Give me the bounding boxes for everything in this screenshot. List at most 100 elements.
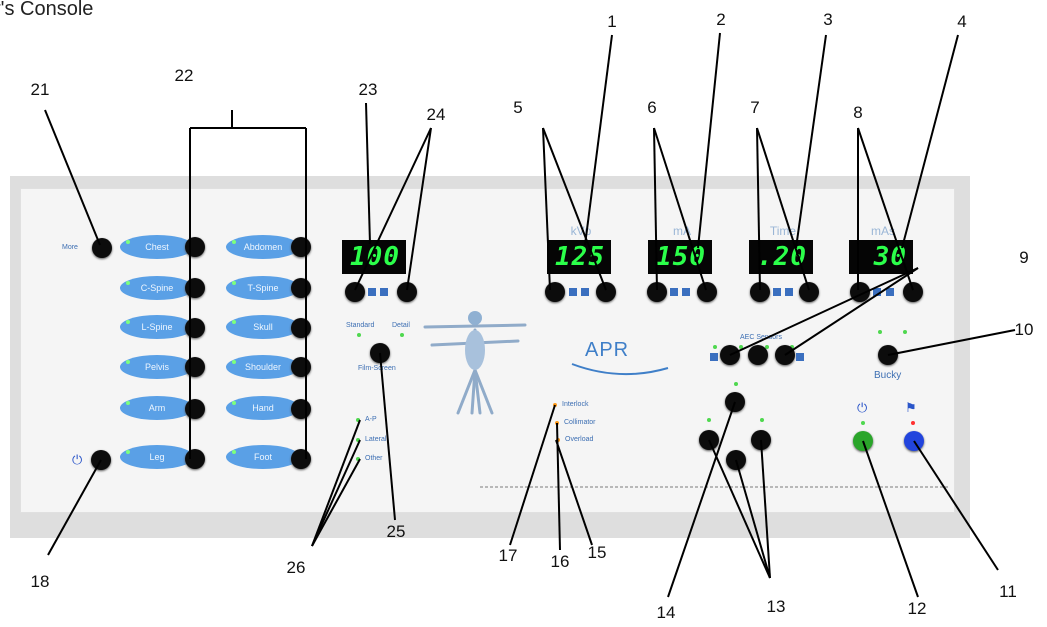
apr-arrow-icon xyxy=(380,288,388,296)
callout-2: 2 xyxy=(716,10,726,29)
anatomy-pelvis-label: Pelvis xyxy=(144,362,169,372)
bucky-select-button[interactable] xyxy=(878,345,898,365)
density-plus-button[interactable] xyxy=(751,430,771,450)
callout-25: 25 xyxy=(386,522,406,541)
aec-indicator xyxy=(739,345,743,349)
kvp-down-button[interactable] xyxy=(545,282,565,302)
foot-select-button[interactable] xyxy=(291,449,311,469)
callout-17: 17 xyxy=(498,546,518,565)
other-label: Other xyxy=(365,455,383,462)
apr-up-button[interactable] xyxy=(397,282,417,302)
density-minus-button[interactable] xyxy=(699,430,719,450)
ap-label: A-P xyxy=(365,416,377,423)
tspine-select-button[interactable] xyxy=(291,278,311,298)
density-center-button[interactable] xyxy=(725,392,745,412)
overload-label: Overload xyxy=(565,436,594,443)
anatomy-pelvis-button[interactable]: Pelvis xyxy=(120,355,194,379)
power-on-icon: ⏻ xyxy=(857,400,868,415)
ma-display: 150 xyxy=(648,240,712,274)
ma-up-button[interactable] xyxy=(697,282,717,302)
mas-unit-label: mAs xyxy=(871,224,895,238)
anatomy-cspine-label: C-Spine xyxy=(140,283,174,293)
skull-select-button[interactable] xyxy=(291,318,311,338)
anatomy-hand-label: Hand xyxy=(252,403,274,413)
apr-down-button[interactable] xyxy=(345,282,365,302)
anatomy-tspine-label: T-Spine xyxy=(247,283,279,293)
aec-sensor-button-1[interactable] xyxy=(720,345,740,365)
time-up-button[interactable] xyxy=(799,282,819,302)
prep-exposure-button[interactable] xyxy=(904,431,924,451)
anatomy-abdomen-label: Abdomen xyxy=(243,242,283,252)
anatomy-leg-button[interactable]: Leg xyxy=(120,445,194,469)
anatomy-lspine-button[interactable]: L-Spine xyxy=(120,315,194,339)
kvp-arrow-icon xyxy=(569,288,577,296)
callout-1: 1 xyxy=(607,12,617,31)
callout-4: 4 xyxy=(957,12,967,31)
hand-select-button[interactable] xyxy=(291,399,311,419)
power-off-button[interactable] xyxy=(91,450,111,470)
ma-down-button[interactable] xyxy=(647,282,667,302)
mas-arrow-icon xyxy=(886,288,894,296)
density-indicator xyxy=(707,418,711,422)
kvp-up-button[interactable] xyxy=(596,282,616,302)
leg-select-button[interactable] xyxy=(185,449,205,469)
arm-select-button[interactable] xyxy=(185,399,205,419)
callout-6: 6 xyxy=(647,98,657,117)
anatomy-tspine-button[interactable]: T-Spine xyxy=(226,276,300,300)
callout-7: 7 xyxy=(750,98,760,117)
aec-sensor-icon xyxy=(710,353,718,361)
callout-22: 22 xyxy=(174,66,194,85)
cspine-select-button[interactable] xyxy=(185,278,205,298)
aec-sensor-icon xyxy=(796,353,804,361)
density-low-button[interactable] xyxy=(726,450,746,470)
chest-select-button[interactable] xyxy=(185,237,205,257)
bucky-indicator xyxy=(903,330,907,334)
time-display: .20 xyxy=(749,240,813,274)
callout-8: 8 xyxy=(853,103,863,122)
aec-indicator xyxy=(713,345,717,349)
film-screen-label: Film-Screen xyxy=(358,365,396,372)
anatomy-cspine-button[interactable]: C-Spine xyxy=(120,276,194,300)
callout-21: 21 xyxy=(30,80,50,99)
apr-logo: APR xyxy=(585,339,630,361)
callout-24: 24 xyxy=(426,105,446,124)
ma-arrow-icon xyxy=(682,288,690,296)
pelvis-select-button[interactable] xyxy=(185,357,205,377)
density-indicator xyxy=(734,382,738,386)
anatomy-foot-button[interactable]: Foot xyxy=(226,445,300,469)
callout-18: 18 xyxy=(30,572,50,591)
mas-display: 30 xyxy=(849,240,913,274)
anatomy-lspine-label: L-Spine xyxy=(141,322,173,332)
anatomy-skull-button[interactable]: Skull xyxy=(226,315,300,339)
aec-sensor-button-3[interactable] xyxy=(775,345,795,365)
anatomy-shoulder-button[interactable]: Shoulder xyxy=(226,355,300,379)
callout-13: 13 xyxy=(766,597,786,616)
callout-16: 16 xyxy=(550,552,570,571)
film-screen-button[interactable] xyxy=(370,343,390,363)
lspine-select-button[interactable] xyxy=(185,318,205,338)
interlock-label: Interlock xyxy=(562,401,589,408)
more-button[interactable] xyxy=(92,238,112,258)
abdomen-select-button[interactable] xyxy=(291,237,311,257)
time-arrow-icon xyxy=(773,288,781,296)
anatomy-chest-button[interactable]: Chest xyxy=(120,235,194,259)
mas-down-button[interactable] xyxy=(850,282,870,302)
shoulder-select-button[interactable] xyxy=(291,357,311,377)
anatomical-figure-icon xyxy=(423,311,527,415)
anatomy-abdomen-button[interactable]: Abdomen xyxy=(226,235,300,259)
callout-3: 3 xyxy=(823,10,833,29)
power-icon: ⏻ xyxy=(72,452,83,467)
mas-arrow-icon xyxy=(873,288,881,296)
ma-arrow-icon xyxy=(670,288,678,296)
fine-print xyxy=(480,486,950,488)
power-on-button[interactable] xyxy=(853,431,873,451)
time-down-button[interactable] xyxy=(750,282,770,302)
apr-arrow-icon xyxy=(368,288,376,296)
collimator-indicator xyxy=(555,421,559,425)
mas-up-button[interactable] xyxy=(903,282,923,302)
power-indicator xyxy=(861,421,865,425)
anatomy-arm-button[interactable]: Arm xyxy=(120,396,194,420)
aec-sensor-button-2[interactable] xyxy=(748,345,768,365)
prep-icon: ⚑ xyxy=(905,400,917,415)
anatomy-hand-button[interactable]: Hand xyxy=(226,396,300,420)
